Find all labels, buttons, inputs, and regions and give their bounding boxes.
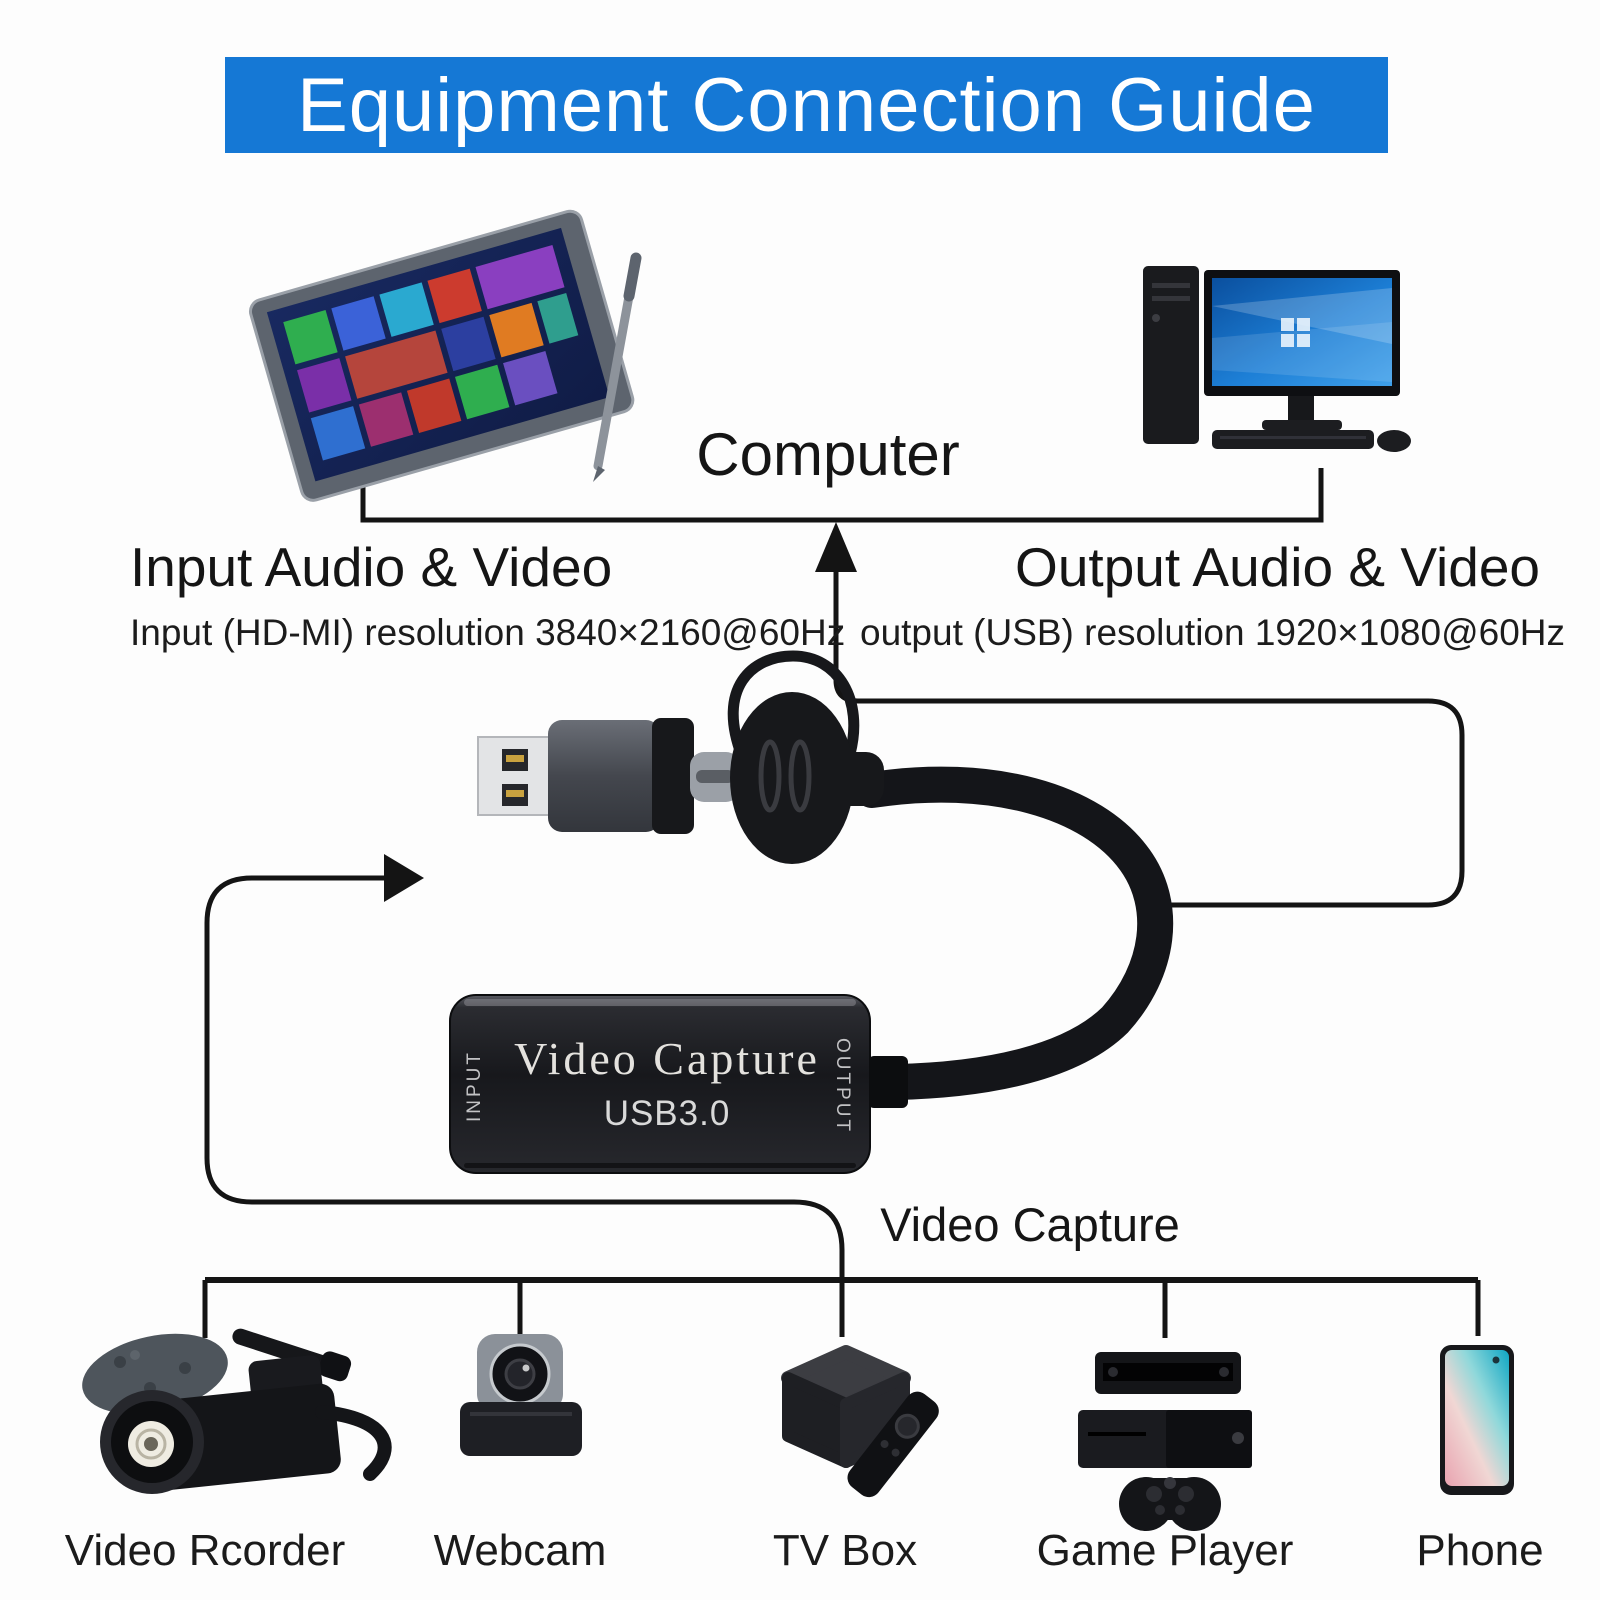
computer-label: Computer — [696, 421, 960, 488]
video-recorder-icon — [82, 1328, 392, 1494]
input-resolution-detail: Input (HD-MI) resolution 3840×2160@60Hz — [130, 612, 846, 653]
label-tv-box: TV Box — [772, 1526, 918, 1575]
page-title: Equipment Connection Guide — [297, 62, 1316, 148]
computer-bracket-line — [360, 468, 1324, 523]
usb-connector-icon — [477, 650, 884, 864]
adapter-body — [548, 720, 660, 832]
tv-box-icon — [781, 1345, 939, 1498]
webcam-icon — [460, 1334, 582, 1456]
device-input-port-label: INPUT — [464, 1050, 485, 1122]
label-video-recorder: Video Rcorder — [64, 1526, 346, 1575]
title-banner: Equipment Connection Guide — [225, 57, 1388, 153]
input-heading: Input Audio & Video — [130, 536, 613, 598]
tablet-stylus-icon — [593, 252, 642, 482]
label-game-player: Game Player — [1036, 1526, 1294, 1575]
up-arrow-icon — [815, 522, 857, 572]
windows-logo — [1281, 318, 1310, 347]
usb-cable — [854, 766, 1174, 1100]
label-webcam: Webcam — [433, 1526, 607, 1575]
label-phone: Phone — [1416, 1526, 1544, 1575]
game-player-icon — [1078, 1352, 1252, 1531]
device-model-text: USB3.0 — [603, 1094, 731, 1133]
phone-icon — [1440, 1345, 1514, 1495]
tv-remote — [847, 1391, 939, 1498]
device-brand-text: Video Capture — [514, 1033, 820, 1084]
output-heading: Output Audio & Video — [1015, 536, 1540, 598]
video-capture-device — [449, 994, 908, 1174]
game-controller — [1119, 1477, 1221, 1531]
output-flow-line — [833, 562, 1465, 908]
adapter-collar — [652, 718, 694, 834]
tablet-tiles — [283, 244, 579, 461]
tablet-icon — [248, 209, 635, 502]
tether-loop — [727, 650, 860, 762]
input-flow-line — [204, 875, 845, 1337]
desktop-computer-icon — [1143, 266, 1411, 452]
right-arrow-icon — [384, 854, 424, 902]
output-resolution-detail: output (USB) resolution 1920×1080@60Hz — [860, 612, 1566, 653]
video-capture-label: Video Capture — [880, 1198, 1180, 1251]
device-output-port-label: OUTPUT — [832, 1037, 853, 1135]
